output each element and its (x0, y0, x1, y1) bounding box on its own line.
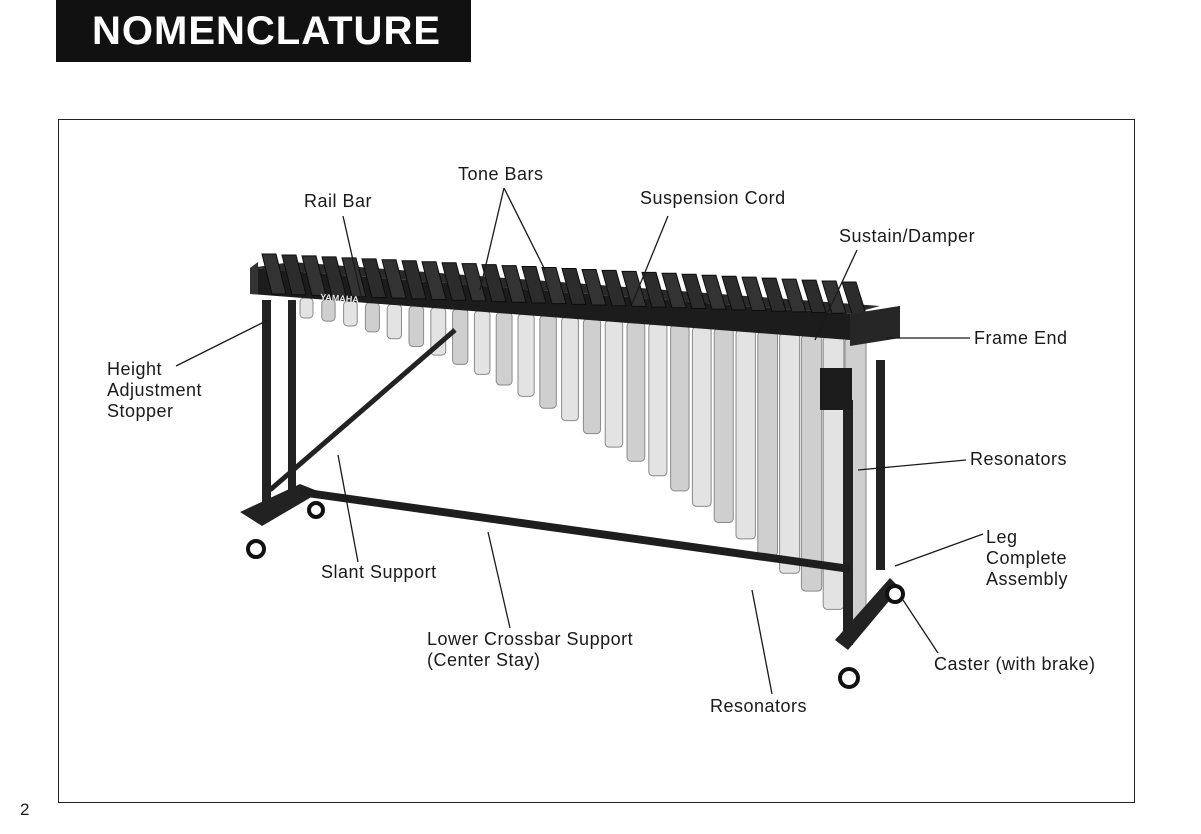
resonator-tube (453, 309, 468, 364)
label-leg-complete-assembly: Leg Complete Assembly (986, 527, 1068, 590)
label-tone-bars: Tone Bars (458, 164, 544, 185)
resonator-tube (300, 298, 313, 318)
resonator-tube (387, 304, 401, 338)
resonator-tube (365, 303, 379, 332)
resonator-tube (649, 324, 667, 476)
resonator-tube (474, 311, 490, 375)
resonator-tube (736, 330, 755, 539)
resonator-tube (780, 333, 800, 573)
resonator-tube (496, 312, 512, 385)
label-slant-support: Slant Support (321, 562, 437, 583)
resonator-tube (801, 335, 821, 591)
label-frame-end: Frame End (974, 328, 1068, 349)
label-resonators-right: Resonators (970, 449, 1067, 470)
label-sustain-damper: Sustain/Damper (839, 226, 975, 247)
resonator-tube (627, 322, 645, 461)
label-resonators-bottom: Resonators (710, 696, 807, 717)
resonator-tube (562, 317, 579, 420)
resonator-tube (671, 325, 689, 491)
resonator-tube (758, 332, 778, 556)
resonator-tube (518, 314, 534, 396)
resonator-tube (540, 316, 557, 409)
resonator-tube (344, 301, 358, 326)
label-caster: Caster (with brake) (934, 654, 1096, 675)
resonator-tube (605, 320, 622, 447)
label-suspension-cord: Suspension Cord (640, 188, 786, 209)
resonator-tube (409, 306, 424, 347)
label-rail-bar: Rail Bar (304, 191, 372, 212)
label-height-adjustment-stopper: Height Adjustment Stopper (107, 359, 202, 422)
resonator-tube (583, 319, 600, 434)
resonator-tube (714, 328, 733, 522)
resonator-tube (692, 327, 711, 507)
label-lower-crossbar-support: Lower Crossbar Support (Center Stay) (427, 629, 633, 671)
